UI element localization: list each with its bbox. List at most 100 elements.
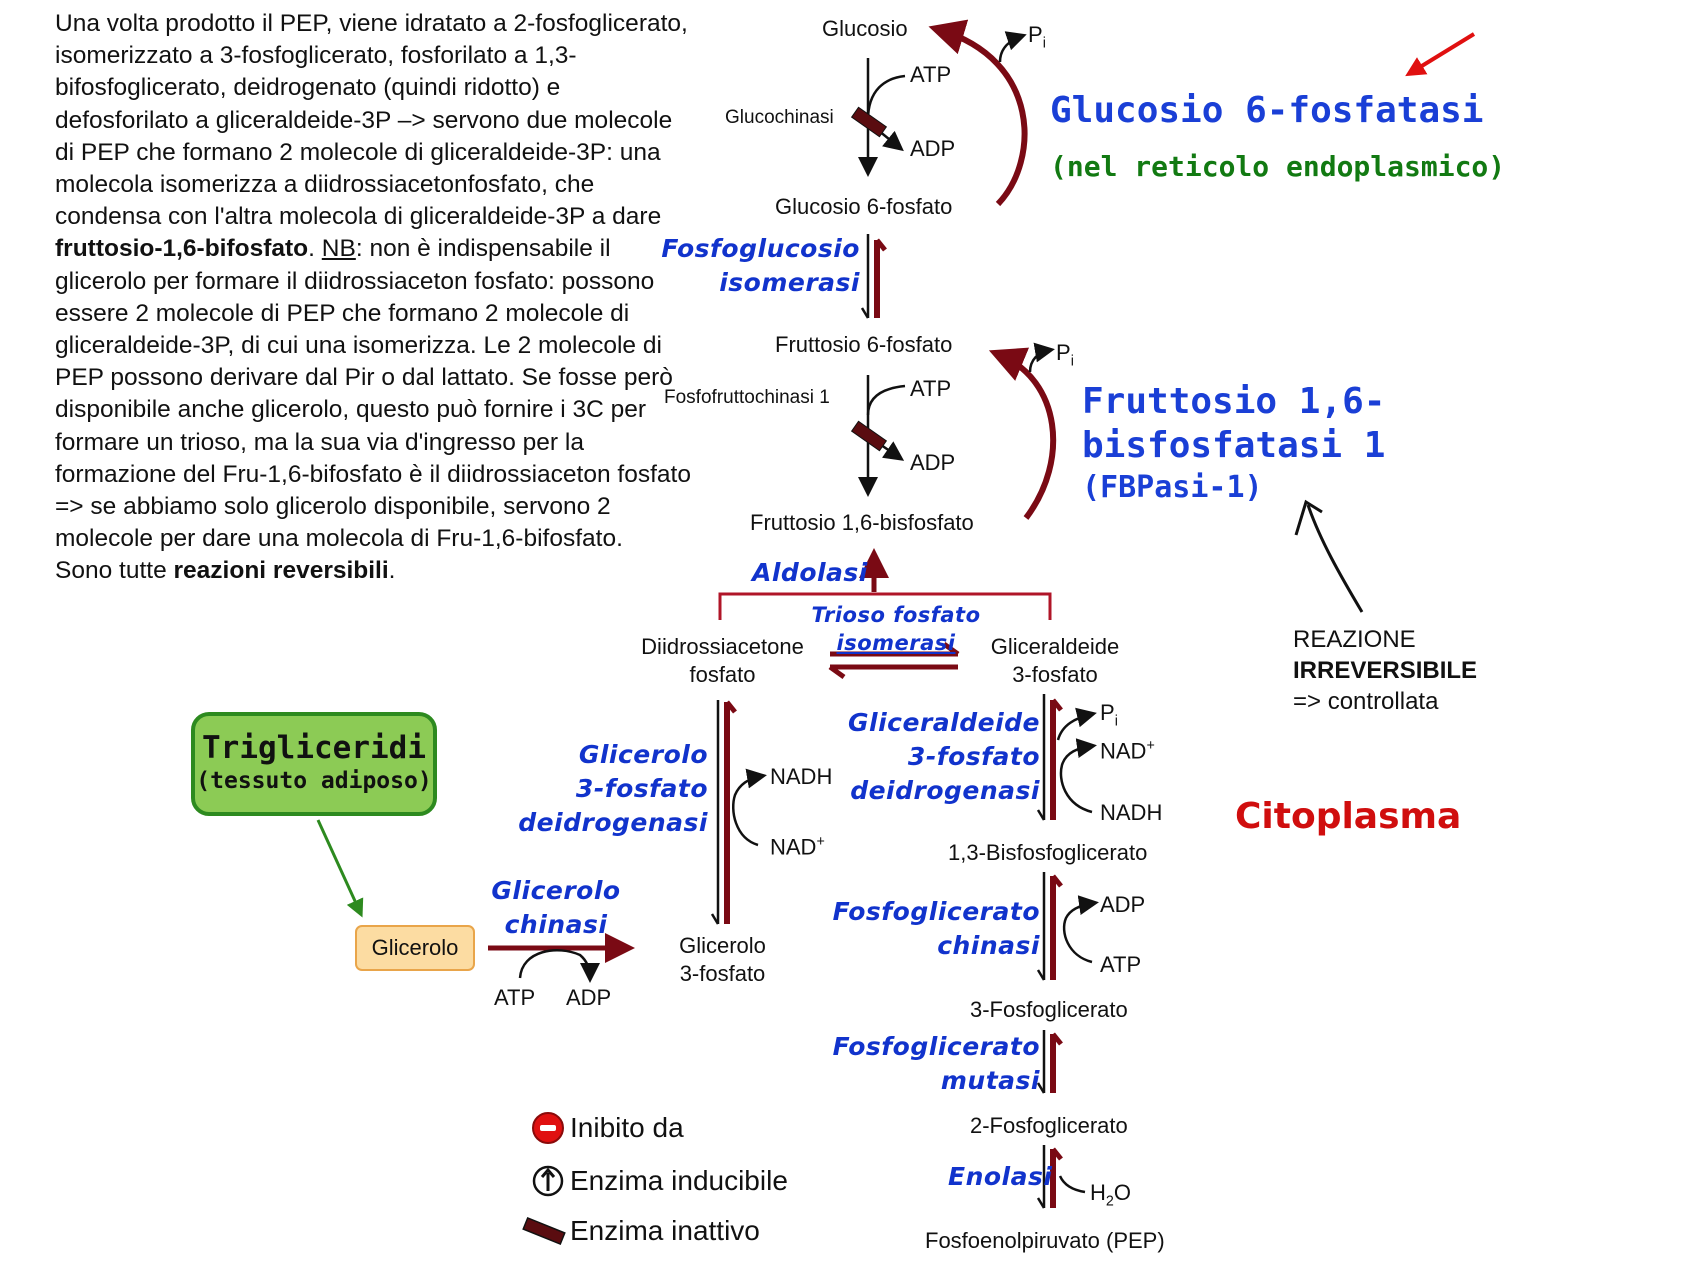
annotation-reazione-irreversibile: REAZIONE IRREVERSIBILE => controllata (1293, 624, 1477, 717)
cofactor-atp-pgk: ATP (1100, 952, 1142, 977)
cofactor-pi-gapdh: Pi (1100, 700, 1118, 730)
paragraph-text-4: Sono tutte (55, 557, 174, 585)
inhibition-icon (532, 1112, 564, 1144)
enzyme-aldolasi: Aldolasi (752, 558, 868, 587)
enzyme-glucochinasi: Glucochinasi (725, 107, 834, 128)
cofactor-adp-glucochinasi: ADP (910, 136, 956, 161)
molecule-fosfoenolpiruvato: Fosfoenolpiruvato (PEP) (925, 1228, 1165, 1253)
fbpasi-line2: bisfosfatasi 1 (1082, 425, 1386, 466)
tpi-line2: isomerasi (836, 631, 956, 655)
annotation-citoplasma: Citoplasma (1235, 796, 1462, 837)
pgm-line1: Fosfoglicerato (832, 1032, 1040, 1061)
molecule-glucosio: Glucosio (822, 16, 908, 41)
pgm-reversible-arrow (1036, 1030, 1063, 1094)
irr-line2: IRREVERSIBILE (1293, 657, 1478, 684)
inducible-enzyme-icon (532, 1165, 564, 1197)
legend-inattivo: Enzima inattivo (520, 1213, 760, 1249)
dhap-line2: fosfato (689, 662, 756, 687)
g3pdh-line2: 3-fosfato (575, 774, 708, 803)
pgk-line2: chinasi (937, 931, 1040, 960)
molecule-fruttosio-6-fosfato: Fruttosio 6-fosfato (775, 332, 953, 357)
cofactor-adp-pfk1: ADP (910, 450, 956, 475)
trigliceridi-box: Trigliceridi (tessuto adiposo) (191, 712, 437, 816)
cofactor-pi-fbpasi: Pi (1056, 340, 1074, 370)
enzyme-fosfoglucosio-isomerasi: Fosfoglucosio isomerasi (660, 232, 860, 300)
cofactor-nadh-g3pdh: NADH (770, 764, 833, 789)
molecule-2-fosfoglicerato: 2-Fosfoglicerato (970, 1113, 1128, 1138)
g3pdh-line3: deidrogenasi (518, 808, 708, 837)
paragraph-bold-fruttosio: fruttosio-1,6-bifosfato (55, 235, 309, 263)
g6pasi-arrow (928, 19, 1028, 207)
glicerolo-label: Glicerolo (371, 935, 459, 960)
glucochinasi-arrow (850, 58, 906, 177)
glicerolochinasi-arrow (488, 933, 635, 983)
irr-line1: REAZIONE (1293, 626, 1416, 653)
molecule-1-3-bisfosfoglicerato: 1,3-Bisfosfoglicerato (948, 840, 1148, 865)
red-pointer-arrow (1405, 32, 1476, 77)
enzyme-gliceraldeide-3-fosfato-deidrogenasi: Gliceraldeide 3-fosfato deidrogenasi (820, 706, 1040, 808)
gk-line2: chinasi (504, 910, 608, 939)
irreversible-pointer-arrow (1306, 504, 1364, 613)
legend-inattivo-label: Enzima inattivo (570, 1215, 760, 1246)
inactive-enzyme-icon (850, 420, 888, 452)
annotation-fbpasi: Fruttosio 1,6- bisfosfatasi 1 (FBPasi-1) (1082, 380, 1385, 508)
inactive-enzyme-icon (850, 106, 888, 138)
fbpasi-line1: Fruttosio 1,6- (1082, 381, 1386, 422)
tpi-line1: Trioso fosfato (811, 603, 981, 627)
paragraph-text-2: . (308, 235, 322, 263)
molecule-gliceraldeide-3-fosfato: Gliceraldeide 3-fosfato (975, 633, 1135, 689)
legend-inducibile-label: Enzima inducibile (570, 1165, 788, 1196)
pgk-reversible-arrow (1036, 872, 1099, 981)
tessuto-adiposo-label: (tessuto adiposo) (196, 768, 432, 794)
explanation-paragraph: Una volta prodotto il PEP, viene idratat… (55, 8, 695, 588)
paragraph-nb: NB (321, 235, 356, 263)
g3p-line1: Glicerolo (679, 933, 766, 958)
gap-line2: 3-fosfato (1012, 662, 1098, 687)
enzyme-enolasi: Enolasi (948, 1162, 1053, 1191)
g3p-line2: 3-fosfato (679, 961, 766, 986)
cofactor-adp-pgk: ADP (1100, 892, 1146, 917)
pgi-reversible-arrow (860, 234, 887, 319)
gapdh-line2: 3-fosfato (907, 742, 1040, 771)
g3pdh-reversible-arrow (710, 700, 767, 925)
legend-inibito: Inibito da (530, 1110, 684, 1146)
enzyme-fosfoglicerato-chinasi: Fosfoglicerato chinasi (820, 895, 1040, 963)
cofactor-nad-g3pdh: NAD+ (770, 834, 825, 860)
molecule-diidrossiacetone-fosfato: Diidrossiacetone fosfato (630, 633, 815, 689)
cofactor-h2o-enolasi: H2O (1090, 1180, 1131, 1210)
enzyme-fosfofruttochinasi-1: Fosfofruttochinasi 1 (664, 387, 830, 408)
annotation-reticolo-endoplasmico: (nel reticolo endoplasmico) (1050, 150, 1506, 183)
pgm-line2: mutasi (940, 1066, 1040, 1095)
cofactor-adp-glicerolochinasi: ADP (566, 985, 612, 1010)
legend-inducibile: Enzima inducibile (530, 1163, 788, 1199)
inactive-enzyme-legend-icon (522, 1216, 566, 1246)
cofactor-nad-gapdh: NAD+ (1100, 738, 1155, 764)
g3pdh-line1: Glicerolo (578, 740, 708, 769)
dhap-line1: Diidrossiacetone (641, 634, 804, 659)
gap-line1: Gliceraldeide (990, 634, 1120, 659)
cofactor-pi-g6pasi: Pi (1028, 22, 1046, 52)
pfk1-arrow (850, 375, 906, 497)
trigliceridi-label: Trigliceridi (202, 730, 426, 766)
gapdh-reversible-arrow (1036, 694, 1097, 821)
enzyme-glicerolo-chinasi: Glicerolo chinasi (476, 874, 636, 942)
enzyme-trioso-fosfato-isomerasi: Trioso fosfato isomerasi (806, 601, 986, 657)
enzyme-fosfoglicerato-mutasi: Fosfoglicerato mutasi (820, 1030, 1040, 1098)
fbpasi-arrow (988, 342, 1057, 520)
paragraph-text-3: : non è indispensabile il glicerolo per … (55, 235, 691, 553)
irr-line3: => controllata (1293, 688, 1439, 715)
paragraph-text-5: . (388, 557, 396, 585)
cofactor-atp-glicerolochinasi: ATP (494, 985, 536, 1010)
molecule-3-fosfoglicerato: 3-Fosfoglicerato (970, 997, 1128, 1022)
cofactor-atp-pfk1: ATP (910, 376, 952, 401)
trigliceridi-to-glicerolo-arrow (316, 819, 364, 918)
molecule-glucosio-6-fosfato: Glucosio 6-fosfato (775, 194, 953, 219)
paragraph-text-1: Una volta prodotto il PEP, viene idratat… (55, 10, 688, 231)
pgk-line1: Fosfoglicerato (832, 897, 1040, 926)
annotation-glucosio-6-fosfatasi: Glucosio 6-fosfatasi (1050, 90, 1484, 131)
fbpasi-line3: (FBPasi-1) (1082, 470, 1263, 505)
cofactor-atp-glucochinasi: ATP (910, 62, 952, 87)
gk-line1: Glicerolo (491, 876, 621, 905)
paragraph-bold-reversibili: reazioni reversibili (173, 557, 389, 585)
molecule-glicerolo-box: Glicerolo (355, 925, 475, 971)
